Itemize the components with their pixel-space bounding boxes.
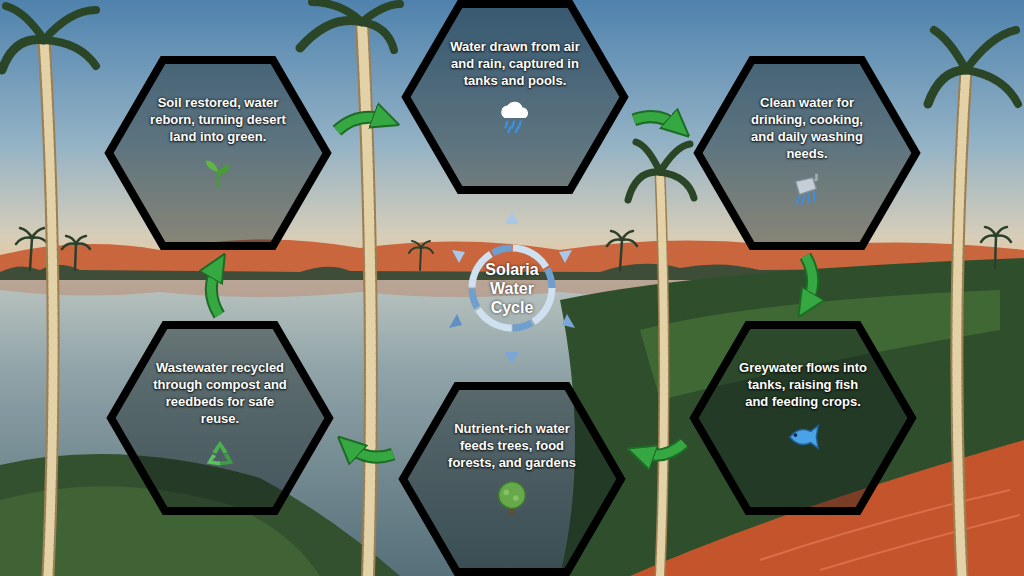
palm-frond	[660, 144, 690, 172]
palm-frond	[966, 30, 1016, 70]
sky	[0, 0, 1024, 262]
cycle-triangle	[452, 250, 465, 263]
curved-arrow	[211, 264, 219, 315]
hexagon-shape	[698, 60, 916, 246]
hexagon-outline	[402, 0, 628, 194]
palm-trunk	[957, 70, 966, 576]
arrow-body	[634, 117, 680, 129]
hexagon-outline	[399, 382, 625, 576]
arrow-body	[639, 443, 684, 455]
curved-arrow	[805, 256, 813, 307]
step-text: Soil restored, water reborn, turning des…	[150, 94, 286, 145]
palm-trunk-rings	[660, 172, 664, 576]
palm-frond	[44, 40, 96, 66]
cycle-triangle	[562, 314, 575, 328]
arrow-outline	[211, 264, 219, 315]
hexagon-step: Greywater flows into tanks, raising fish…	[690, 321, 916, 515]
cycle-ring-inner	[472, 248, 552, 328]
small-palm	[981, 227, 1011, 268]
hexagon-shape	[403, 386, 621, 572]
palm-tree	[928, 30, 1018, 576]
step-text: Water drawn from air and rain, captured …	[447, 38, 583, 89]
palm-frond	[934, 30, 966, 70]
palm-frond	[636, 142, 660, 172]
palm-frond	[966, 70, 1018, 104]
palm-frond	[300, 20, 362, 48]
arrow-outline	[805, 256, 813, 307]
arrow-body	[211, 264, 219, 315]
arrow-outline	[634, 117, 680, 129]
hexagon-step: Wastewater recycled through compost and …	[107, 321, 333, 515]
palm-frond	[362, 22, 394, 50]
step-text-group: Clean water for drinking, cooking, and d…	[739, 56, 875, 162]
palm-trunk	[362, 22, 371, 576]
step-text-group: Wastewater recycled through compost and …	[152, 321, 288, 427]
curved-arrow	[639, 443, 684, 455]
curved-arrow	[337, 117, 388, 130]
arrow-body	[337, 117, 388, 130]
hexagon-shape	[109, 60, 327, 246]
hexagon-outline	[105, 56, 331, 250]
cycle-triangle	[449, 314, 462, 328]
palm-trunk-rings	[362, 22, 371, 576]
palm-frond	[2, 40, 44, 70]
step-text-group: Water drawn from air and rain, captured …	[447, 0, 583, 89]
hexagon-shape	[406, 4, 624, 190]
palm-frond	[660, 172, 694, 198]
step-text: Clean water for drinking, cooking, and d…	[739, 94, 875, 162]
cycle-ring	[472, 248, 552, 328]
hexagon-outline	[690, 321, 916, 515]
palm-frond	[6, 6, 44, 40]
step-text-group: Soil restored, water reborn, turning des…	[150, 56, 286, 145]
palm-trunk	[660, 172, 664, 576]
shower-icon	[788, 170, 826, 208]
fish-icon	[784, 418, 822, 456]
palm-frond	[628, 172, 660, 200]
cycle-triangle	[559, 250, 572, 263]
palm-frond	[44, 10, 96, 40]
palm-trunk-rings	[44, 40, 53, 576]
step-text: Greywater flows into tanks, raising fish…	[735, 359, 871, 410]
step-text: Wastewater recycled through compost and …	[152, 359, 288, 427]
hexagon-shape	[111, 325, 329, 511]
sprout-icon	[199, 153, 237, 191]
hexagon-step: Water drawn from air and rain, captured …	[402, 0, 628, 194]
palm-trunk-rings	[957, 70, 966, 576]
palm-tree	[628, 142, 694, 576]
arrow-outline	[337, 117, 388, 130]
palm-frond	[928, 70, 966, 104]
palm-tree	[2, 6, 96, 576]
arrow-outline	[639, 443, 684, 455]
rain-icon	[496, 97, 534, 135]
curved-arrow	[634, 117, 680, 129]
palm-tree	[300, 2, 400, 576]
cycle-triangle	[505, 212, 519, 224]
small-palm	[16, 228, 48, 270]
hexagon-step: Nutrient-rich water feeds trees, food fo…	[399, 382, 625, 576]
arrow-body	[805, 256, 813, 307]
small-palm	[607, 231, 637, 270]
small-palm	[62, 236, 90, 270]
step-text-group: Nutrient-rich water feeds trees, food fo…	[444, 382, 580, 471]
step-text: Nutrient-rich water feeds trees, food fo…	[444, 420, 580, 471]
cycle-triangle	[505, 352, 519, 364]
palm-trunk	[44, 40, 53, 576]
step-text-group: Greywater flows into tanks, raising fish…	[735, 321, 871, 410]
diagram-title: Solaria Water Cycle	[475, 260, 549, 317]
hexagon-shape	[694, 325, 912, 511]
tree-icon	[493, 479, 531, 517]
small-palm	[409, 241, 433, 270]
curved-arrow	[347, 445, 393, 458]
hexagon-step: Soil restored, water reborn, turning des…	[105, 56, 331, 250]
arrow-outline	[347, 445, 393, 458]
recycle-icon	[201, 435, 239, 473]
arrow-body	[347, 445, 393, 458]
hexagon-step: Clean water for drinking, cooking, and d…	[694, 56, 920, 250]
palm-frond	[312, 2, 362, 22]
